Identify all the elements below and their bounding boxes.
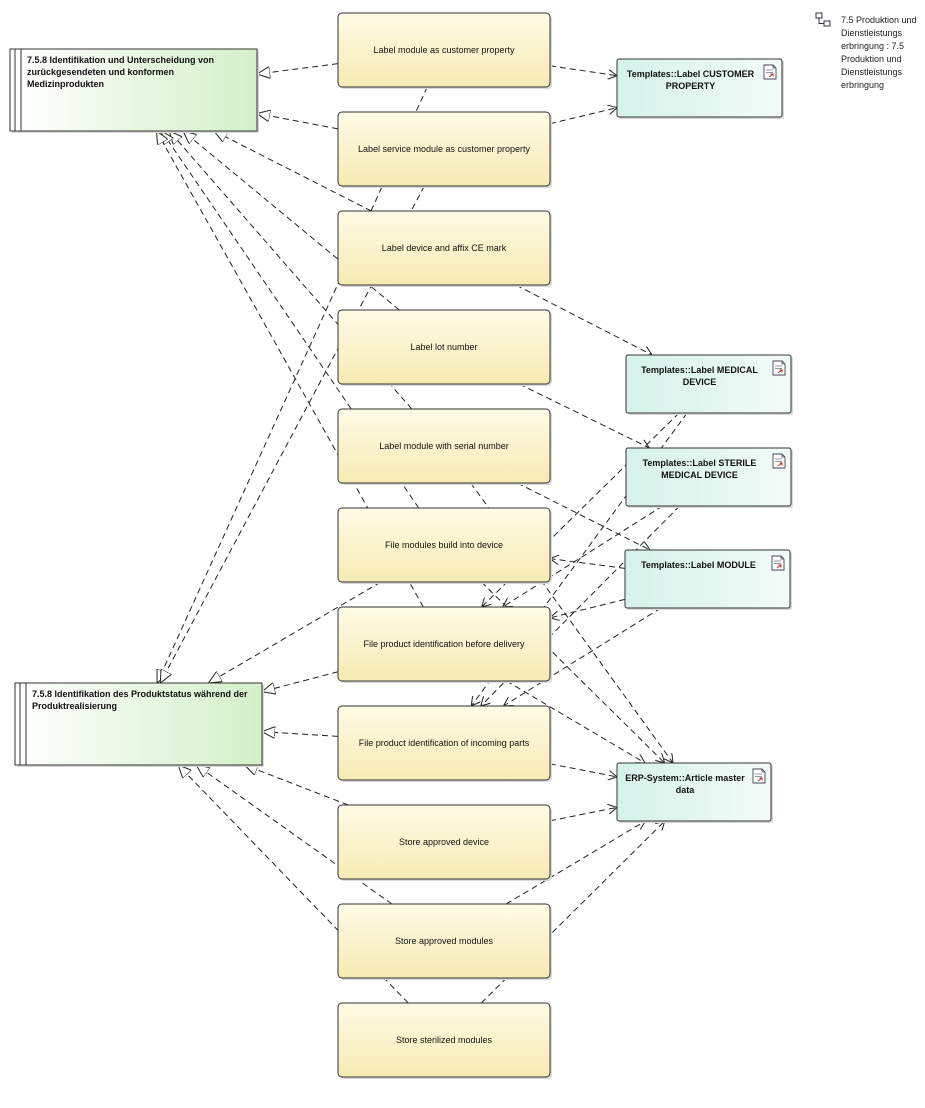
dependency-connector-a5-d_erp[interactable]: [470, 482, 673, 763]
dependency-connector-a4-d_ster[interactable]: [519, 383, 649, 448]
dependency-connector-d_ster-a7[interactable]: [503, 505, 663, 607]
realization-connector-a6-req_top[interactable]: [161, 131, 420, 509]
activity-label: File product identification of incoming …: [358, 738, 530, 748]
dependency-connector-a8-d_erp[interactable]: [549, 763, 617, 777]
activity-node[interactable]: [337, 903, 551, 979]
requirement-node[interactable]: [14, 682, 263, 766]
dependency-connector-d_mod-a8[interactable]: [503, 607, 662, 706]
package-reference[interactable]: 7.5 Produktion und Dienstleistungs erbri…: [841, 15, 917, 90]
requirement-label: 7.5.8 Identifikation des Produktstatus w…: [32, 689, 248, 711]
realization-connector-a8-req_bottom[interactable]: [262, 732, 339, 737]
document-icon: [752, 768, 766, 784]
activity-node[interactable]: [337, 210, 551, 286]
activity-node[interactable]: [337, 111, 551, 187]
node-layer: [9, 12, 793, 1079]
document-icon: [763, 64, 777, 80]
document-label: Templates::Label STERILE MEDICAL DEVICE: [642, 458, 757, 480]
dependency-connector-a3-d_med[interactable]: [515, 284, 652, 355]
activity-node[interactable]: [337, 507, 551, 583]
document-node[interactable]: [616, 762, 772, 822]
dependency-connector-a7-d_erp[interactable]: [506, 680, 646, 763]
dependency-connector-a2-d_cust[interactable]: [549, 108, 617, 125]
activity-label: Store approved device: [398, 837, 490, 847]
activity-label: Label module as customer property: [373, 45, 515, 55]
realization-connector-a2-req_top[interactable]: [257, 113, 339, 130]
document-label: Templates::Label MEDICAL DEVICE: [641, 365, 758, 387]
package-icon: [815, 12, 831, 27]
dependency-connector-a9-d_erp[interactable]: [549, 807, 617, 822]
dependency-connector-a10-d_erp[interactable]: [505, 821, 645, 905]
document-label: Templates::Label MODULE: [641, 560, 756, 570]
requirement-node[interactable]: [9, 48, 258, 132]
requirement-label: 7.5.8 Identifikation und Unterscheidung …: [27, 55, 215, 89]
realization-connector-a9-req_bottom[interactable]: [245, 765, 349, 806]
realization-connector-a6-req_bottom[interactable]: [208, 581, 382, 683]
document-node[interactable]: [625, 354, 792, 414]
activity-node[interactable]: [337, 408, 551, 484]
document-node[interactable]: [624, 549, 791, 609]
activity-label: File product identification before deliv…: [363, 639, 525, 649]
activity-label: Label module with serial number: [379, 441, 509, 451]
activity-node[interactable]: [337, 606, 551, 682]
activity-node[interactable]: [337, 1002, 551, 1078]
activity-node[interactable]: [337, 309, 551, 385]
document-label: Templates::Label CUSTOMER PROPERTY: [626, 69, 755, 91]
activity-node[interactable]: [337, 705, 551, 781]
document-label: ERP-System::Article master data: [625, 773, 745, 795]
realization-connector-a7-req_bottom[interactable]: [262, 671, 339, 692]
document-node[interactable]: [616, 58, 783, 118]
dependency-connector-a5-d_mod[interactable]: [517, 482, 650, 550]
realization-connector-a4-req_top[interactable]: [183, 131, 400, 311]
realization-connector-a1-req_top[interactable]: [257, 63, 339, 74]
dependency-connector-a1-d_cust[interactable]: [549, 65, 617, 76]
activity-label: Label service module as customer propert…: [357, 144, 531, 154]
activity-label: Label lot number: [410, 342, 478, 352]
activity-node[interactable]: [337, 12, 551, 88]
document-icon: [772, 453, 786, 469]
realization-connector-a1-req_bottom[interactable]: [157, 86, 428, 683]
document-node[interactable]: [625, 447, 792, 507]
document-icon: [771, 555, 785, 571]
activity-label: Store approved modules: [394, 936, 494, 946]
dependency-connector-d_mod-a6[interactable]: [550, 559, 626, 569]
activity-label: File modules build into device: [384, 540, 504, 550]
activity-label: Label device and affix CE mark: [381, 243, 507, 253]
activity-label: Store sterilized modules: [395, 1035, 493, 1045]
document-icon: [772, 360, 786, 376]
dependency-connector-d_mod-a7[interactable]: [550, 598, 626, 618]
activity-node[interactable]: [337, 804, 551, 880]
